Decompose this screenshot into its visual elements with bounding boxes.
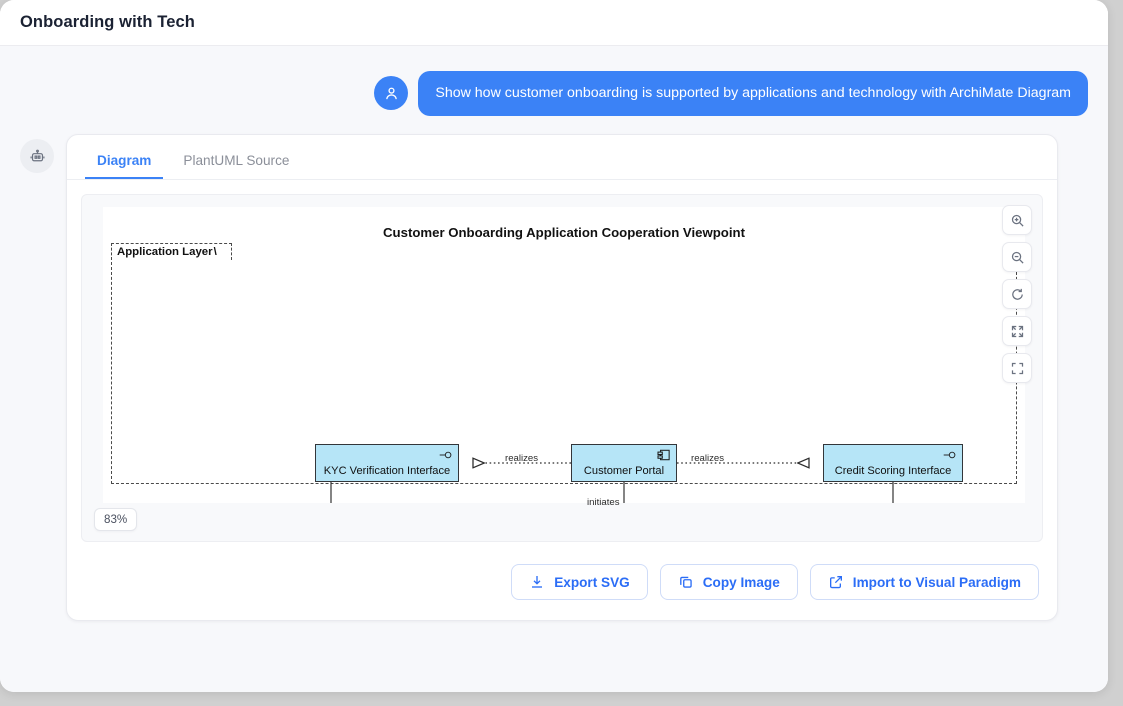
- card-tabs: Diagram PlantUML Source: [67, 135, 1057, 180]
- fit-screen-icon: [1010, 324, 1025, 339]
- copy-icon: [678, 574, 694, 590]
- import-to-visual-paradigm-button[interactable]: Import to Visual Paradigm: [810, 564, 1039, 600]
- tab-plantuml-source[interactable]: PlantUML Source: [171, 147, 301, 179]
- diagram-title: Customer Onboarding Application Cooperat…: [103, 225, 1025, 240]
- zoom-toolbar: [1002, 205, 1032, 383]
- user-icon: [383, 85, 400, 102]
- diagram-card: Diagram PlantUML Source Customer Onboard…: [66, 134, 1058, 621]
- zoom-out-button[interactable]: [1002, 242, 1032, 272]
- tab-diagram[interactable]: Diagram: [85, 147, 163, 179]
- body-area: Show how customer onboarding is supporte…: [0, 46, 1108, 692]
- app-header: Onboarding with Tech: [0, 0, 1108, 46]
- fullscreen-icon: [1010, 361, 1025, 376]
- reset-view-button[interactable]: [1002, 279, 1032, 309]
- chat-message-assistant: Diagram PlantUML Source Customer Onboard…: [0, 116, 1108, 621]
- component-icon: [657, 449, 671, 461]
- node-label: Customer Portal: [584, 465, 664, 477]
- zoom-in-button[interactable]: [1002, 205, 1032, 235]
- interface-icon: [439, 449, 453, 461]
- node-credit-scoring-interface[interactable]: Credit Scoring Interface: [823, 444, 963, 482]
- assistant-avatar: [20, 139, 54, 173]
- fullscreen-button[interactable]: [1002, 353, 1032, 383]
- external-link-icon: [828, 574, 844, 590]
- button-label: Copy Image: [703, 575, 780, 590]
- button-label: Export SVG: [554, 575, 630, 590]
- diagram-canvas[interactable]: Customer Onboarding Application Cooperat…: [103, 207, 1025, 503]
- chat-message-user: Show how customer onboarding is supporte…: [0, 46, 1108, 116]
- page-title: Onboarding with Tech: [20, 13, 195, 32]
- reset-icon: [1010, 287, 1025, 302]
- node-label: KYC Verification Interface: [324, 465, 450, 477]
- edge-label: realizes: [691, 453, 724, 464]
- zoom-level-badge: 83%: [94, 508, 137, 531]
- export-svg-button[interactable]: Export SVG: [511, 564, 648, 600]
- zoom-in-icon: [1010, 213, 1025, 228]
- viewport-wrapper: Customer Onboarding Application Cooperat…: [67, 180, 1057, 556]
- diagram-viewport[interactable]: Customer Onboarding Application Cooperat…: [81, 194, 1043, 542]
- node-customer-onboarding-application[interactable]: Customer Onboarding Application: [531, 541, 717, 542]
- app-window: Onboarding with Tech Show how customer o…: [0, 0, 1108, 692]
- button-label: Import to Visual Paradigm: [853, 575, 1021, 590]
- user-message-bubble: Show how customer onboarding is supporte…: [418, 71, 1088, 116]
- edge-label: initiates: [587, 497, 620, 508]
- node-kyc-verification-interface[interactable]: KYC Verification Interface: [315, 444, 459, 482]
- node-label: Credit Scoring Interface: [835, 465, 952, 477]
- fit-screen-button[interactable]: [1002, 316, 1032, 346]
- download-icon: [529, 574, 545, 590]
- zoom-out-icon: [1010, 250, 1025, 265]
- avatar: [374, 76, 408, 110]
- card-actions: Export SVG Copy Image: [67, 556, 1057, 620]
- edge-label: realizes: [505, 453, 538, 464]
- node-customer-portal[interactable]: Customer Portal: [571, 444, 677, 482]
- application-layer-label: Application Layer: [111, 243, 232, 260]
- interface-icon: [943, 449, 957, 461]
- copy-image-button[interactable]: Copy Image: [660, 564, 798, 600]
- robot-icon: [29, 148, 46, 165]
